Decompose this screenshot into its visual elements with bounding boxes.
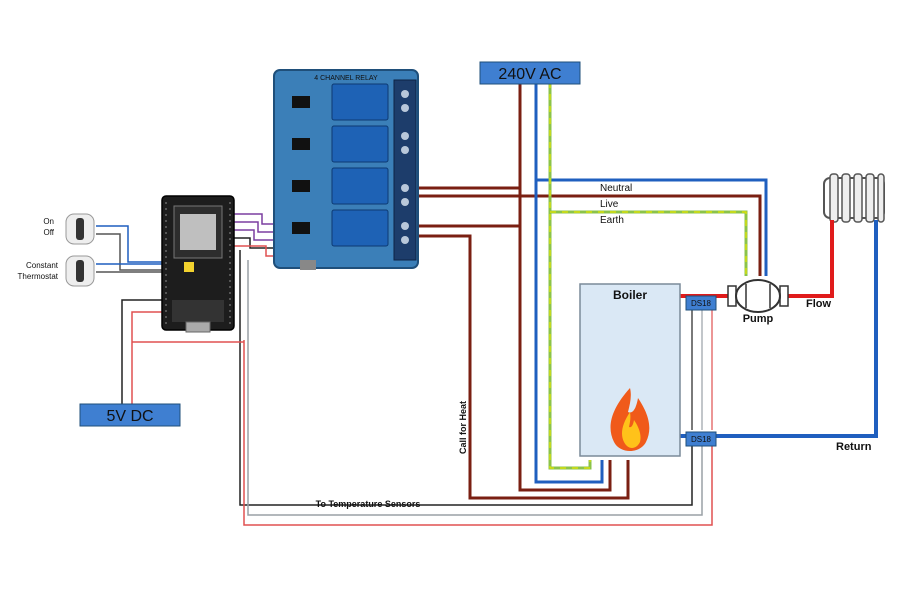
earth-label: Earth (600, 215, 624, 226)
earth-wire (548, 82, 748, 470)
live-label: Live (600, 199, 619, 210)
relay-ribbon (232, 213, 280, 257)
ac-supply-label: 240V AC (479, 61, 581, 85)
call-for-heat-label: Call for Heat (458, 401, 468, 454)
controller-board (161, 195, 235, 333)
call-for-heat-wire (404, 234, 630, 500)
flame-icon (610, 388, 650, 451)
relay-board: 4 CHANNEL RELAY (273, 69, 419, 270)
dc-wires (121, 299, 244, 410)
neutral-label: Neutral (600, 183, 632, 194)
sensor-bottom: DS18 (685, 431, 717, 447)
sensor-bottom-label: DS18 (691, 435, 712, 444)
off-label: Off (43, 228, 54, 237)
sensor-wires (239, 250, 713, 526)
switch-wires (96, 225, 164, 273)
live-wire (404, 82, 762, 492)
on-off-switch[interactable] (65, 213, 95, 245)
relay-board-header: 4 CHANNEL RELAY (314, 75, 378, 82)
mode-switch[interactable] (65, 255, 95, 287)
return-label: Return (836, 441, 872, 453)
sensor-top-label: DS18 (691, 299, 712, 308)
constant-label: Constant (26, 261, 59, 270)
dc-supply-text: 5V DC (106, 408, 153, 425)
flow-label: Flow (806, 298, 831, 310)
to-sensors-label: To Temperature Sensors (316, 499, 421, 509)
neutral-wire (534, 82, 768, 484)
dc-supply-label: 5V DC (79, 403, 181, 427)
boiler-title: Boiler (613, 288, 647, 302)
pump-label: Pump (743, 313, 774, 325)
thermostat-label: Thermostat (18, 272, 59, 281)
pump-icon (727, 279, 789, 313)
radiator-icon (823, 173, 885, 223)
return-pipe (680, 220, 878, 438)
ac-supply-text: 240V AC (498, 66, 561, 83)
on-label: On (43, 217, 54, 226)
sensor-top: DS18 (685, 295, 717, 311)
